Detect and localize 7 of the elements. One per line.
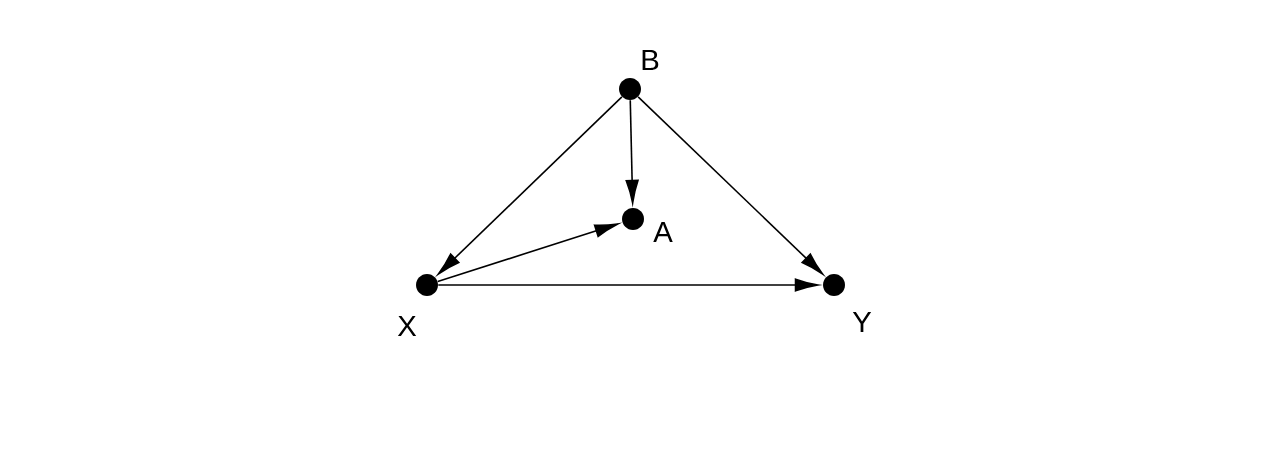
node-label: X bbox=[397, 315, 417, 337]
node-label: B bbox=[642, 49, 659, 71]
arrow bbox=[437, 96, 623, 275]
node-label: A bbox=[653, 221, 673, 243]
arrow bbox=[436, 223, 619, 283]
arrow bbox=[637, 96, 824, 275]
node-label: Y bbox=[852, 311, 872, 333]
